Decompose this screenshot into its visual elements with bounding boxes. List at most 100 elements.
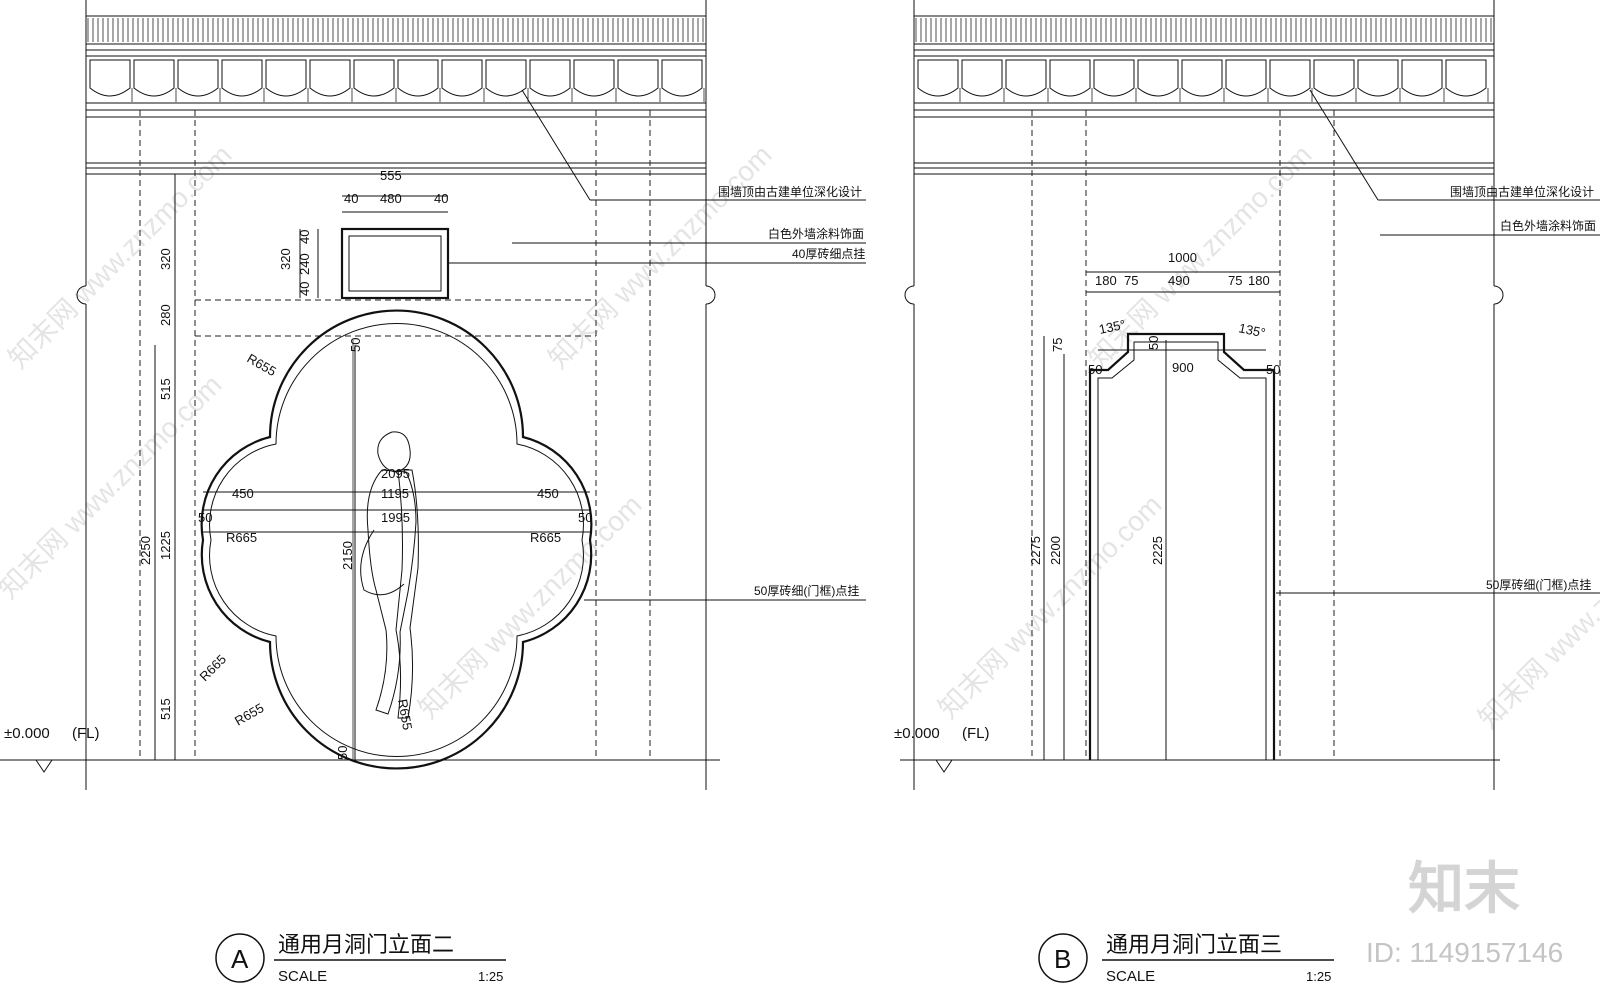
dim-label: 2275 (1028, 536, 1043, 565)
dim-label: 50 (1146, 336, 1161, 350)
scale-value: 1:25 (478, 969, 503, 984)
dim-label: 2200 (1048, 536, 1063, 565)
roof-cornice (914, 15, 1494, 175)
dim-label: R655 (232, 700, 266, 729)
dim-label: 1225 (158, 531, 173, 560)
dim-label: 40 (434, 191, 448, 206)
dim-label: 555 (380, 168, 402, 183)
dim-label: 50 (1266, 362, 1280, 377)
title-text: 通用月洞门立面二 (278, 932, 454, 957)
dim-label: 480 (380, 191, 402, 206)
elevation-a (0, 0, 866, 790)
watermark: 知末网 www.znzmo.com (412, 489, 647, 724)
roof-tile (133, 59, 175, 97)
roof-tile (89, 59, 131, 97)
dim-label: 490 (1168, 273, 1190, 288)
dim-label: 2150 (340, 541, 355, 570)
dim-label: 75 (1050, 338, 1065, 352)
dim-label: 450 (232, 486, 254, 501)
scale-value: 1:25 (1306, 969, 1331, 984)
roof-tile (1357, 59, 1399, 97)
dim-label: 1195 (381, 486, 409, 501)
roof-tile (1049, 59, 1091, 97)
dim-label: 1000 (1168, 250, 1197, 265)
roof-tile (1269, 59, 1311, 97)
logo-text: 知末 (1408, 857, 1520, 920)
leader-note-roof: 围墙顶由古建单位深化设计 (1450, 184, 1594, 199)
dim-label: R665 (226, 530, 257, 545)
dim-label: R665 (197, 652, 230, 685)
roof-tile (617, 59, 659, 97)
leader-note-frame: 50厚砖细(门框)点挂 (754, 583, 859, 598)
dim-label: 2225 (1150, 536, 1165, 565)
roof-tile (1445, 59, 1487, 97)
dim-label: 50 (198, 510, 212, 525)
roof-tile (573, 59, 615, 97)
roof-tile (265, 59, 307, 97)
decorative-window (340, 227, 450, 300)
elevation-b-labels: 1000 180 75 490 75 180 135° 135° 900 50 … (894, 184, 1596, 742)
dim-label: 515 (158, 378, 173, 400)
dim-label: 40 (297, 230, 312, 244)
floor-level-tag: (FL) (962, 725, 990, 742)
floor-level: ±0.000 (894, 725, 940, 742)
dim-label: 180 (1095, 273, 1117, 288)
roof-tile (177, 59, 219, 97)
dim-label: 135° (1237, 320, 1266, 340)
roof-tile (397, 59, 439, 97)
floor-level: ±0.000 (4, 725, 50, 742)
title-text: 通用月洞门立面三 (1106, 932, 1282, 957)
roof-tile (309, 59, 351, 97)
moon-gate-opening (200, 309, 593, 770)
scale-label: SCALE (1106, 968, 1155, 985)
brand-logo: 知末 ID: 1149157146 (1366, 857, 1563, 968)
dim-label: 40 (297, 282, 312, 296)
elevation-a-labels: 555 40 480 40 40 240 40 320 320 280 515 … (4, 168, 865, 760)
id-text: ID: 1149157146 (1366, 937, 1563, 968)
watermark: 知末网 www.znzmo.com (1472, 499, 1600, 734)
roof-tile (353, 59, 395, 97)
dim-label: R655 (395, 698, 415, 731)
leader-note-frame: 50厚砖细(门框)点挂 (1486, 577, 1591, 592)
roof-tile (1181, 59, 1223, 97)
dim-label: 50 (1088, 362, 1102, 377)
dim-label: 320 (278, 248, 293, 270)
roof-tile (1401, 59, 1443, 97)
dim-label: 2095 (381, 466, 410, 481)
dim-label: 280 (158, 304, 173, 326)
roof-tile (917, 59, 959, 97)
roof-cornice (86, 15, 706, 175)
leader-note-wall: 白色外墙涂料饰面 (768, 226, 864, 241)
title-block-a: A 通用月洞门立面二 SCALE 1:25 (215, 932, 506, 985)
dim-label: 180 (1248, 273, 1270, 288)
dim-label: 320 (158, 248, 173, 270)
dim-label: 75 (1228, 273, 1242, 288)
dim-label: 240 (297, 253, 312, 275)
door-opening (1088, 332, 1276, 760)
title-block-b: B 通用月洞门立面三 SCALE 1:25 (1038, 932, 1334, 985)
watermark: 知末网 www.znzmo.com (0, 369, 228, 604)
title-letter: A (231, 944, 249, 974)
scale-label: SCALE (278, 968, 327, 985)
roof-tile (441, 59, 483, 97)
dim-label: 2250 (138, 536, 153, 565)
floor-level-tag: (FL) (72, 725, 100, 742)
dim-label: R655 (245, 351, 279, 380)
dim-label: 75 (1124, 273, 1138, 288)
roof-tile (661, 59, 703, 97)
roof-tile (1005, 59, 1047, 97)
dim-label: 1995 (381, 510, 410, 525)
roof-tile (221, 59, 263, 97)
dim-label: 450 (537, 486, 559, 501)
dim-label: 50 (348, 338, 363, 352)
title-letter: B (1054, 944, 1071, 974)
dim-label: 40 (344, 191, 358, 206)
dim-label: 515 (158, 698, 173, 720)
dim-label: 135° (1098, 317, 1127, 337)
dim-label: R665 (530, 530, 561, 545)
roof-tile (1225, 59, 1267, 97)
watermark: 知末网 www.znzmo.com (932, 489, 1167, 724)
dim-label: 50 (335, 746, 350, 760)
roof-tile (485, 59, 527, 97)
